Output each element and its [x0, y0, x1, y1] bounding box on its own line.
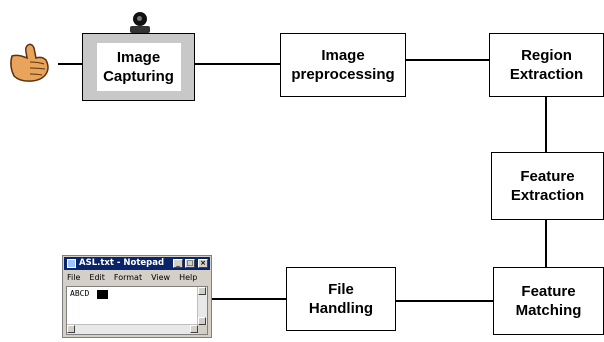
node-label: Image preprocessing: [291, 47, 395, 83]
connector-region-to-featext: [545, 97, 547, 152]
notepad-app-icon: [67, 259, 76, 268]
node-region-extraction: Region Extraction: [489, 33, 604, 97]
node-image-preprocessing: Image preprocessing: [280, 33, 406, 97]
scroll-right-arrow[interactable]: [190, 325, 198, 333]
notepad-title: ASL.txt - Notepad: [79, 258, 165, 268]
menu-item-edit[interactable]: Edit: [89, 273, 105, 282]
connector-filehandle-to-notepad: [212, 298, 286, 300]
node-label: Feature Matching: [515, 283, 582, 319]
scroll-left-arrow[interactable]: [67, 325, 75, 333]
node-image-capturing: Image Capturing: [82, 33, 195, 101]
node-file-handling: File Handling: [286, 267, 396, 331]
scroll-down-arrow[interactable]: [198, 317, 206, 325]
connector-featext-to-featmatch: [545, 220, 547, 267]
menu-item-view[interactable]: View: [151, 273, 171, 282]
connector-preproc-to-region: [406, 59, 489, 61]
connector-featmatch-to-filehandle: [396, 300, 493, 302]
node-label: Region Extraction: [509, 47, 584, 83]
close-button[interactable]: ×: [198, 259, 208, 268]
node-label: Image Capturing: [103, 49, 174, 85]
scroll-up-arrow[interactable]: [198, 287, 206, 295]
node-label: Feature Extraction: [510, 168, 585, 204]
menu-item-format[interactable]: Format: [113, 273, 143, 282]
notepad-text-area[interactable]: ABCD: [66, 286, 208, 335]
menu-item-help[interactable]: Help: [179, 273, 198, 282]
horizontal-scrollbar[interactable]: [67, 324, 198, 334]
hand-sign-icon: [10, 43, 49, 82]
webcam-icon: [130, 12, 150, 34]
notepad-text: ABCD: [70, 289, 90, 298]
notepad-window: ASL.txt - Notepad _ □ × File Edit Format…: [62, 255, 212, 338]
resize-grip[interactable]: [198, 325, 207, 334]
notepad-menu-bar: File Edit Format View Help: [67, 272, 197, 283]
node-feature-extraction: Feature Extraction: [491, 152, 604, 220]
node-feature-matching: Feature Matching: [493, 267, 604, 335]
text-selection: [97, 290, 108, 299]
node-label: File Handling: [308, 281, 374, 317]
vertical-scrollbar[interactable]: [197, 287, 207, 325]
notepad-title-bar: ASL.txt - Notepad _ □ ×: [64, 257, 210, 270]
connector-hand-to-capture: [58, 63, 82, 65]
minimize-button[interactable]: _: [173, 259, 183, 268]
maximize-button[interactable]: □: [185, 259, 195, 268]
menu-item-file[interactable]: File: [67, 273, 81, 282]
connector-capture-to-preproc: [195, 63, 280, 65]
